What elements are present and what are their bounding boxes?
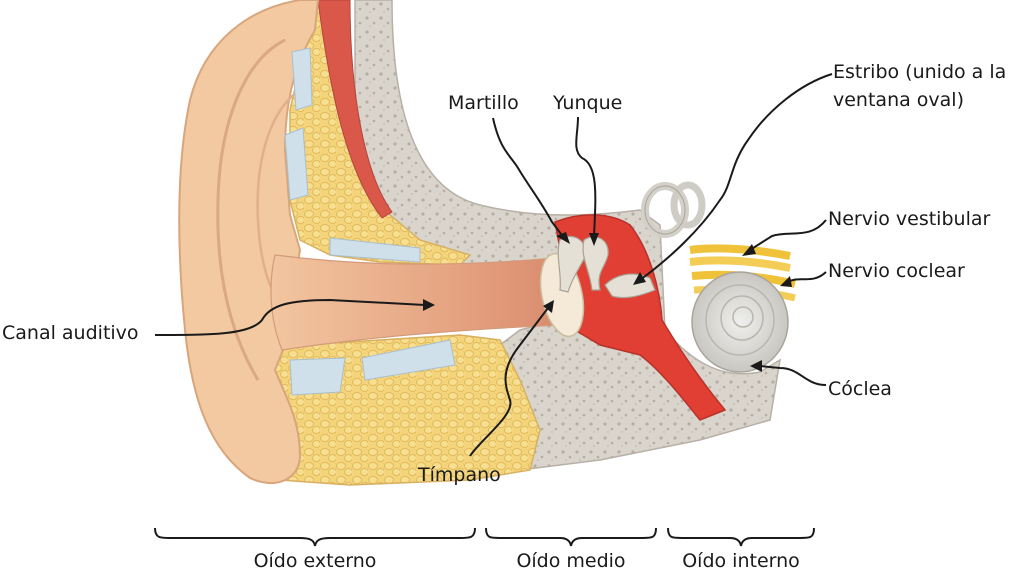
cartilage-lower-2 (361, 339, 456, 381)
pinna-fold-inner (256, 88, 301, 311)
section-braces (154, 527, 815, 547)
brace-medio (485, 527, 657, 547)
section-oido-externo: Oído externo (253, 550, 377, 572)
pinna (178, 0, 320, 484)
label-estribo-line2: ventana oval) (833, 89, 964, 111)
semicircular-canals (641, 181, 706, 238)
section-oido-medio: Oído medio (516, 550, 626, 572)
arrowhead-coclea (750, 360, 762, 372)
malleus (557, 235, 587, 293)
label-coclea: Cóclea (828, 378, 892, 400)
label-nervio-coclear: Nervio coclear (828, 260, 965, 282)
cartilage-upper-2 (284, 127, 309, 201)
leader-coclear (787, 271, 827, 283)
leader-lines (154, 73, 833, 457)
arrowhead-vestibular (742, 244, 756, 256)
leader-timpano (469, 307, 549, 457)
leader-coclea (759, 365, 827, 386)
cartilage-lower-1 (289, 357, 346, 396)
label-timpano: Tímpano (418, 464, 501, 486)
muscle-band (317, 0, 393, 219)
label-yunque: Yunque (553, 92, 623, 114)
leader-estribo (639, 73, 833, 281)
incus (582, 236, 609, 291)
label-nervio-vestibular: Nervio vestibular (828, 208, 991, 230)
leader-martillo (492, 117, 565, 239)
leader-vestibular (749, 219, 827, 251)
arrowhead-coclear (780, 276, 792, 287)
ear-canal (270, 254, 561, 351)
leader-canal (154, 298, 426, 336)
pinna-fold (216, 38, 286, 381)
arrowhead-canal (423, 299, 435, 311)
arrowhead-timpano (543, 300, 554, 313)
leader-yunque (575, 116, 597, 237)
brace-externo (154, 527, 476, 547)
arrowhead-estribo (633, 272, 646, 285)
cartilage-upper-1 (291, 47, 313, 111)
cartilage-upper-3 (329, 237, 421, 263)
arrowheads (423, 232, 792, 372)
label-estribo-line1: Estribo (unido a la (833, 61, 1007, 83)
section-oido-interno: Oído interno (682, 550, 800, 572)
brace-interno (667, 527, 815, 547)
cochlea (691, 271, 789, 373)
label-martillo: Martillo (448, 92, 519, 114)
label-canal-auditivo: Canal auditivo (2, 322, 139, 344)
arrowhead-yunque (589, 233, 599, 246)
arrowhead-martillo (556, 232, 570, 244)
